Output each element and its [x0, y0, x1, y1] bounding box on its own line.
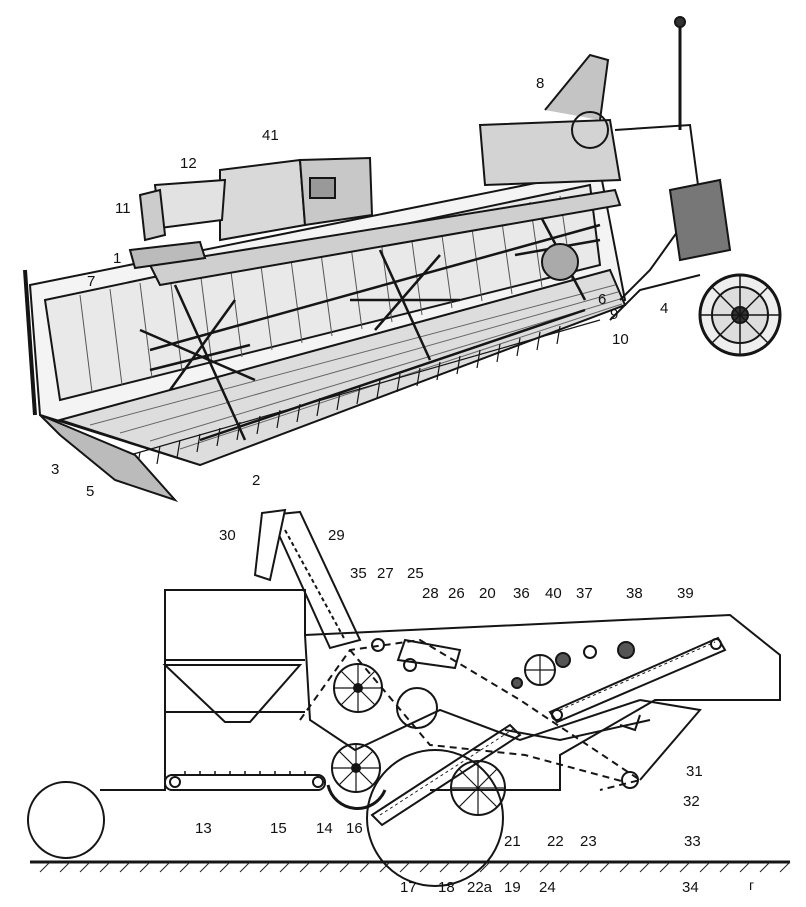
callout-35: 35	[350, 565, 367, 582]
callout-18: 18	[438, 879, 455, 896]
callout-19: 19	[504, 879, 521, 896]
auger-40	[524, 654, 556, 686]
mast-8	[544, 53, 610, 121]
pulley-28	[403, 658, 417, 672]
straw-conveyor-39	[548, 636, 727, 724]
callout-32: 32	[683, 793, 700, 810]
panel-22	[504, 719, 651, 742]
cutter-bar-teeth	[129, 319, 601, 471]
callout-1: 1	[113, 250, 121, 267]
callout-3: 3	[51, 461, 59, 478]
reel-sprocket	[541, 243, 579, 281]
beater-38	[617, 641, 635, 659]
callout-27: 27	[377, 565, 394, 582]
top-beam	[148, 188, 622, 287]
callout-11: 11	[115, 200, 131, 217]
callout-17: 17	[400, 879, 417, 896]
grain-tank-side	[309, 177, 336, 199]
operator-structure	[478, 118, 622, 187]
front-wheel	[27, 781, 105, 859]
lever-1	[128, 240, 207, 270]
callout-13: 13	[195, 820, 212, 837]
callout-41: 41	[262, 127, 279, 144]
back-panel-slats	[79, 195, 573, 393]
bottom-callouts: 30 29 35 27 25 28 26 20 36 40 37 38 39 13 15 14 16 31 32 33…	[195, 527, 703, 896]
callout-26: 26	[448, 585, 465, 602]
callout-16: 16	[346, 820, 363, 837]
callout-22a: 22a	[467, 879, 493, 896]
chute-26	[396, 638, 462, 670]
straw-conveyor-24	[370, 723, 522, 827]
callout-23: 23	[580, 833, 597, 850]
header-table	[100, 589, 306, 791]
lever-31	[619, 714, 641, 732]
platform-slats	[89, 284, 623, 450]
callout-33: 33	[684, 833, 701, 850]
callout-22: 22	[547, 833, 564, 850]
harvester-cross-section	[27, 508, 791, 887]
rear-frame	[639, 699, 702, 781]
callout-20: 20	[479, 585, 496, 602]
callout-9: 9	[610, 306, 618, 323]
pulley-25	[371, 638, 385, 652]
fan-18	[396, 687, 438, 729]
beater-14	[331, 743, 381, 793]
rear-pulley-33	[621, 771, 639, 789]
callout-21: 21	[504, 833, 521, 850]
sprocket-36	[511, 677, 523, 689]
callout-10: 10	[612, 331, 629, 348]
harvester-perspective-view	[23, 16, 782, 503]
grain-elevator-29	[253, 508, 362, 650]
callout-38: 38	[626, 585, 643, 602]
callout-15: 15	[270, 820, 287, 837]
beater-19	[450, 760, 506, 816]
drum-22a	[366, 749, 504, 887]
threshing-drum-27	[333, 663, 383, 713]
callout-34: 34	[682, 879, 699, 896]
callout-31: 31	[686, 763, 703, 780]
callout-14: 14	[316, 820, 333, 837]
callout-36: 36	[513, 585, 530, 602]
elevator-12	[153, 178, 227, 230]
drawbar	[609, 274, 701, 321]
concave-16	[326, 784, 387, 811]
beater-37	[555, 645, 597, 668]
tractor-wheel	[698, 273, 782, 357]
callout-7: 7	[87, 273, 95, 290]
corner-mark: г	[749, 877, 754, 893]
callout-40: 40	[545, 585, 562, 602]
callout-39: 39	[677, 585, 694, 602]
body-outline	[304, 613, 781, 791]
steering-wheel	[571, 111, 609, 149]
grain-tank-41	[219, 158, 307, 242]
hopper-11	[138, 188, 167, 242]
callout-5: 5	[86, 483, 94, 500]
callout-4: 4	[660, 300, 668, 317]
drive-chain	[299, 638, 643, 791]
feeder-conveyor-13	[164, 771, 326, 791]
callout-12: 12	[180, 155, 197, 172]
hopper-funnel	[162, 664, 303, 723]
callout-28: 28	[422, 585, 439, 602]
callout-2: 2	[252, 472, 260, 489]
callout-8: 8	[536, 75, 544, 92]
left-divider	[39, 414, 179, 503]
callout-30: 30	[219, 527, 236, 544]
callout-25: 25	[407, 565, 424, 582]
callout-29: 29	[328, 527, 345, 544]
callout-6: 6	[598, 291, 606, 308]
tractor-engine	[668, 178, 732, 262]
ground-hatching	[39, 861, 791, 873]
callout-24: 24	[539, 879, 556, 896]
callout-37: 37	[576, 585, 593, 602]
